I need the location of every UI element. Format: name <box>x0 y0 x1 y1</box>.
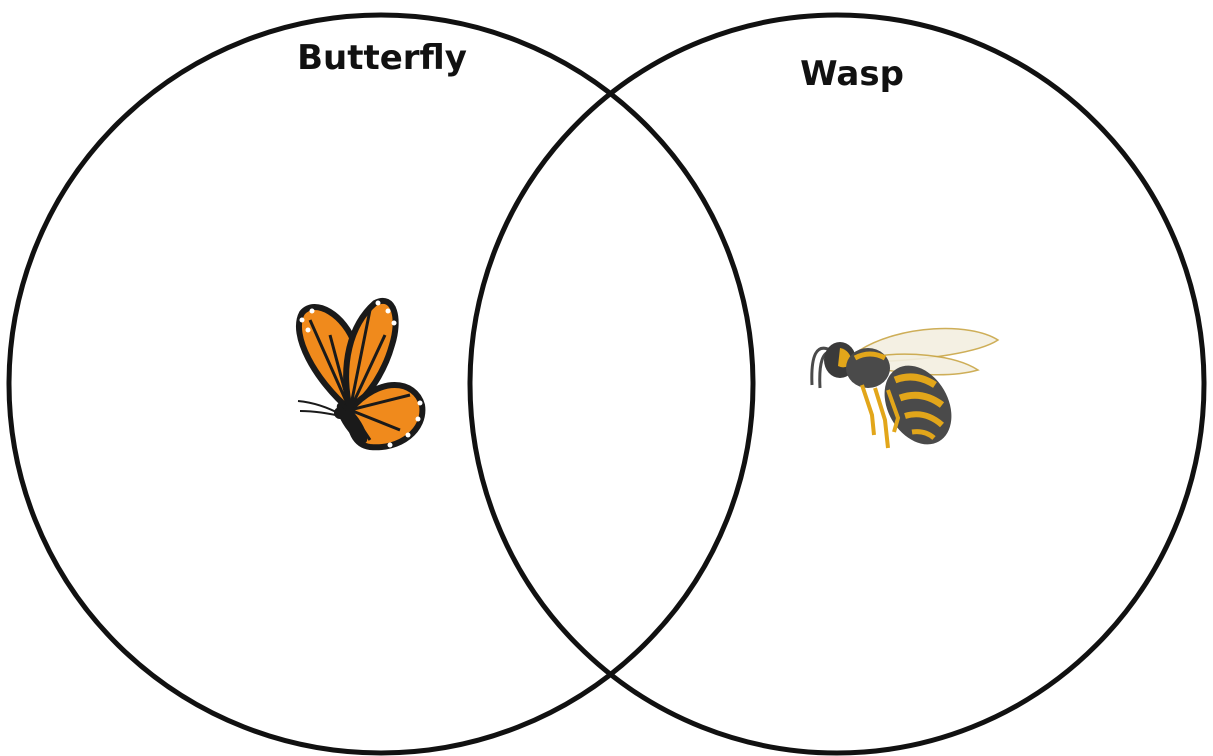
right-set-label: Wasp <box>800 54 904 94</box>
left-set-label: Butterfly <box>297 38 467 78</box>
butterfly-icon <box>298 301 423 448</box>
wasp-icon <box>812 329 998 457</box>
left-set-circle <box>9 15 753 753</box>
right-set-circle <box>470 15 1204 753</box>
